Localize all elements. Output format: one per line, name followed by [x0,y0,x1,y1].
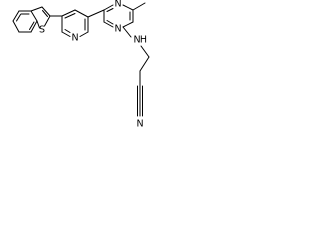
molecule-canvas: S N N N N H N [0,0,195,135]
sulfur-atom-label: S [39,25,45,36]
double-bond-inner [64,13,76,19]
bond [41,6,51,17]
thiophene-ring [30,6,51,29]
bond [103,4,114,11]
pyridine-nitrogen-label: N [71,33,78,44]
bond [12,10,20,22]
nitrile-nitrogen-label: N [136,119,143,130]
bond [61,9,76,17]
pyrimidine-nitrogen-bottom-label: N [114,24,121,35]
double-bond-inner [29,21,35,30]
amine-hydrogen-label: H [140,35,147,46]
molecule-structure-diagram: S N N N N H N [12,0,150,130]
bond [140,45,150,58]
pyrimidine-nitrogen-top-label: N [114,0,121,10]
bond [61,31,71,37]
double-bond-inner [16,14,21,22]
bond [122,21,134,28]
double-bond-inner [106,8,114,12]
bond [74,9,89,18]
bond [36,20,40,29]
bond [122,26,132,38]
bond [30,10,38,22]
bond [12,20,20,33]
propanenitrile-chain [137,45,150,117]
bond [139,56,150,72]
bond [30,6,43,12]
methyl-bond [132,2,146,11]
bond [122,4,134,11]
bond [103,21,114,28]
bond [79,31,89,37]
bond [87,9,105,18]
double-bond-inner [64,29,71,33]
bond [44,15,51,27]
amine-nitrogen-label: N [133,35,140,46]
pyridine-ring [61,9,89,37]
double-bond-inner [106,20,114,25]
benzene-ring [12,10,38,33]
pyrimidine-ring [103,4,134,28]
bond [30,20,38,33]
double-bond-inner [42,10,48,17]
